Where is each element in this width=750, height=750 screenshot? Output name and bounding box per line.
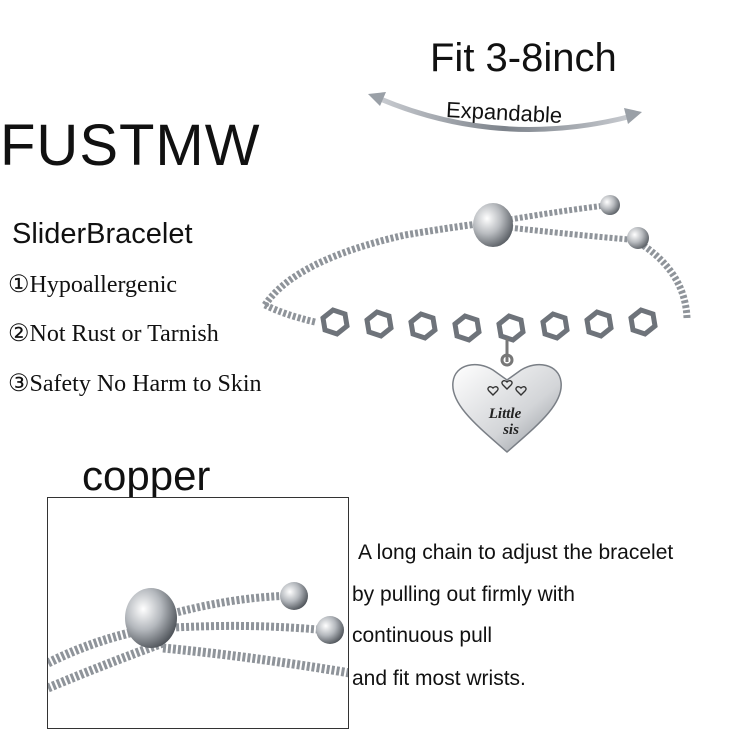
expand-arrow-icon — [368, 92, 642, 132]
feature-item: ①Hypoallergenic — [8, 272, 178, 298]
feature-item: ②Not Rust or Tarnish — [8, 321, 219, 347]
material-label: copper — [82, 452, 211, 499]
slider-detail-image — [47, 497, 349, 729]
description-line: continuous pull — [352, 624, 493, 647]
description-line: A long chain to adjust the bracelet — [358, 541, 674, 564]
product-type-label: SliderBracelet — [12, 218, 193, 250]
charm-text-line: Little — [488, 406, 522, 422]
fit-size-label: Fit 3-8inch — [430, 36, 617, 80]
feature-item: ③Safety No Harm to Skin — [8, 371, 262, 397]
slider-closeup-image — [48, 582, 348, 693]
description-line: by pulling out firmly with — [352, 583, 575, 606]
charm-text-line: sis — [502, 422, 519, 438]
bracelet-image: Little sis — [262, 195, 691, 454]
description-line: and fit most wrists. — [352, 667, 526, 690]
brand-title: FUSTMW — [0, 113, 261, 178]
